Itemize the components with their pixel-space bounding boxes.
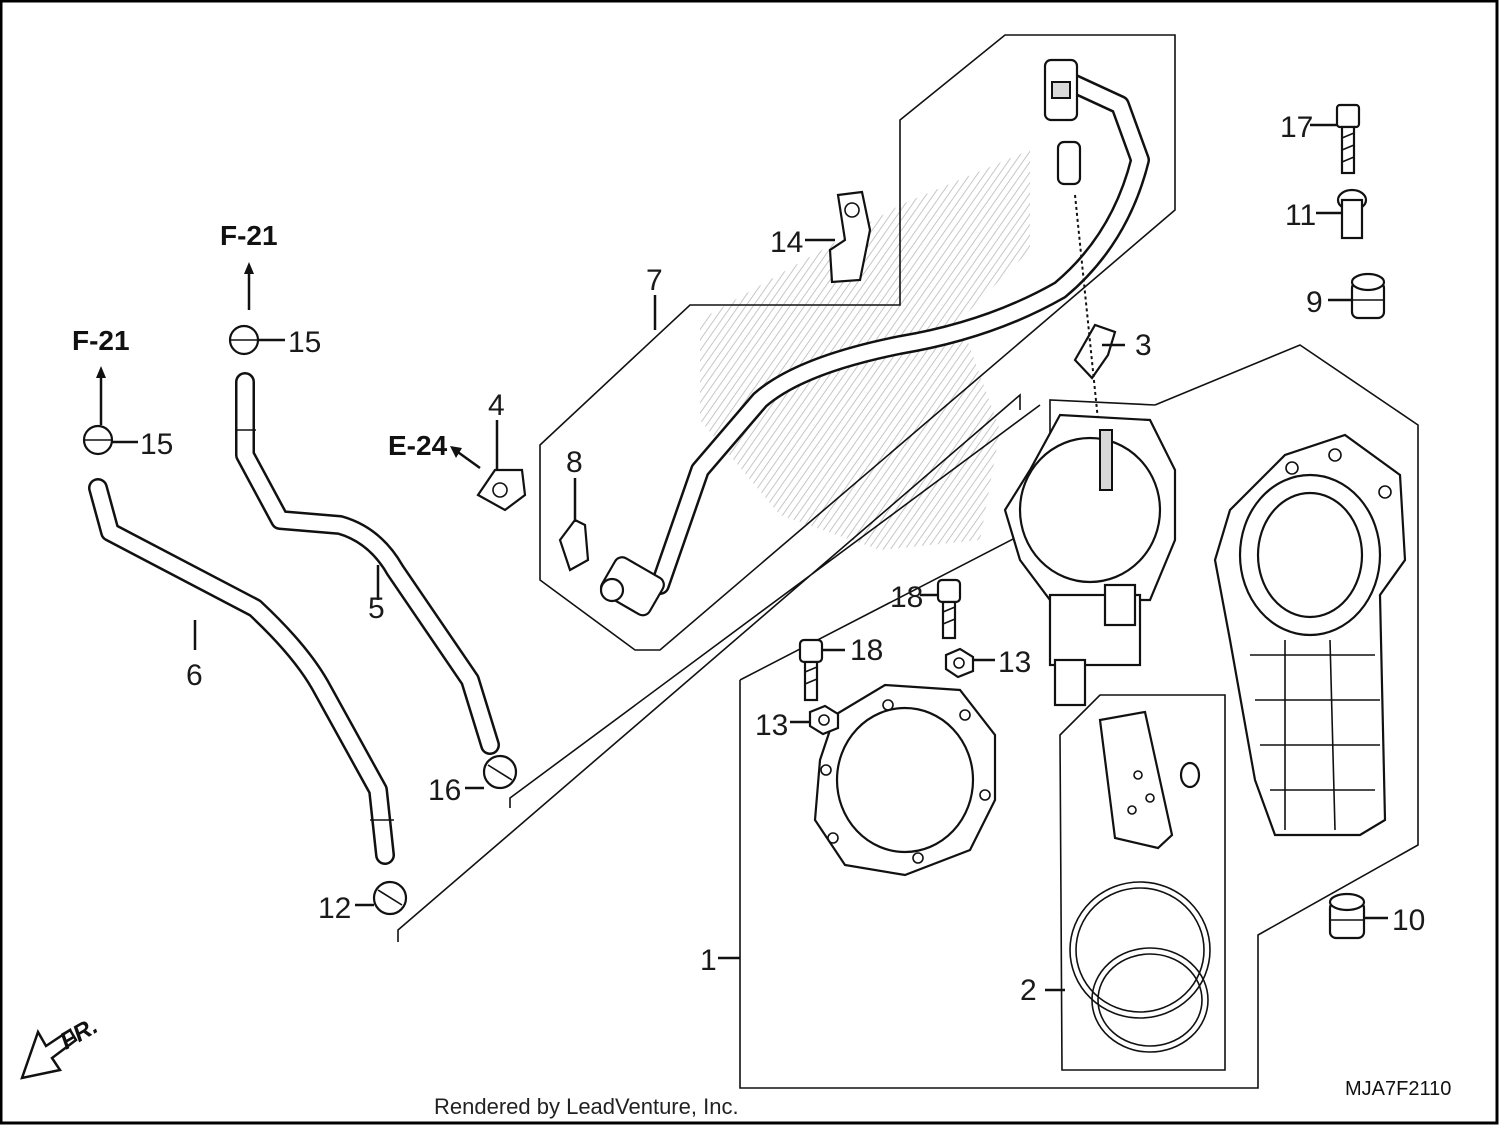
callout-13b: 13 — [998, 646, 1031, 679]
callout-8: 8 — [566, 446, 583, 479]
credit-text: Rendered by LeadVenture, Inc. — [434, 1094, 739, 1119]
part-16-clamp — [482, 754, 518, 790]
clamp-group-outline — [397, 393, 1041, 942]
part-18-bolt-a — [798, 638, 824, 702]
part-4-clamp — [476, 468, 527, 512]
leader-lines — [99, 123, 1388, 992]
part-3-connector — [1073, 194, 1117, 421]
callout-9: 9 — [1306, 286, 1323, 319]
callout-18a: 18 — [850, 634, 883, 667]
part-13-nut-b — [944, 647, 975, 679]
fuel-pump-unit — [1003, 413, 1177, 707]
part-8-clip — [558, 518, 590, 572]
reference-f21-mid: F-21 — [220, 220, 278, 251]
reference-f21-left: F-21 — [72, 325, 130, 356]
callout-15a: 15 — [288, 326, 321, 359]
callout-16: 16 — [428, 774, 461, 807]
hose-6 — [88, 478, 395, 865]
callout-1: 1 — [700, 944, 717, 977]
part-14-bracket — [828, 190, 872, 284]
callout-6: 6 — [186, 659, 203, 692]
hose-7 — [650, 65, 1150, 595]
front-arrow-icon — [20, 1028, 78, 1080]
callout-10: 10 — [1392, 904, 1425, 937]
hose7-connector-bottom — [599, 556, 665, 617]
part-12-clamp — [372, 880, 408, 916]
hose7-connector-top — [1043, 58, 1079, 122]
part-10-grommet — [1328, 892, 1366, 940]
callout-4: 4 — [488, 389, 505, 422]
callout-12: 12 — [318, 892, 351, 925]
part-18-bolt-b — [936, 578, 962, 640]
hose7-clip — [1056, 140, 1082, 186]
callout-5: 5 — [368, 592, 385, 625]
callout-17: 17 — [1280, 111, 1313, 144]
gasket-plate — [813, 683, 997, 877]
callout-14: 14 — [770, 226, 803, 259]
callout-15b: 15 — [140, 428, 173, 461]
callout-2: 2 — [1020, 974, 1037, 1007]
callout-13a: 13 — [755, 709, 788, 742]
hose-5 — [235, 372, 500, 755]
callout-3: 3 — [1135, 329, 1152, 362]
reference-arrowheads — [96, 262, 462, 458]
reference-e24: E-24 — [388, 430, 448, 461]
part-11-collar — [1336, 188, 1368, 240]
kit-box — [1059, 694, 1226, 1071]
part-17-bolt — [1335, 103, 1361, 175]
diagram-code: MJA7F2110 — [1345, 1078, 1451, 1100]
part-13-nut-a — [808, 704, 840, 736]
part-15-clip-left — [82, 424, 114, 456]
callout-11: 11 — [1285, 199, 1316, 232]
part-15-clip-mid — [228, 324, 260, 356]
filter-cage-assembly — [1213, 433, 1407, 837]
callout-7: 7 — [646, 264, 663, 297]
part-9-grommet — [1350, 272, 1386, 320]
callout-18b: 18 — [890, 581, 923, 614]
hose7-group-outline — [539, 34, 1176, 651]
